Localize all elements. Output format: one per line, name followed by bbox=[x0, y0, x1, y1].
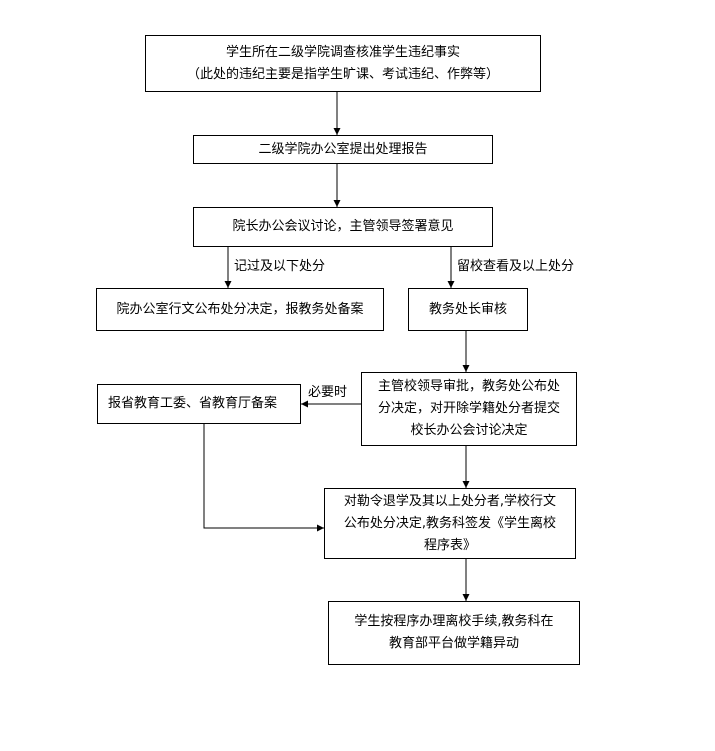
step-investigate: 学生所在二级学院调查核准学生违纪事实 （此处的违纪主要是指学生旷课、考试违纪、作… bbox=[145, 35, 541, 92]
step-report-text: 二级学院办公室提出处理报告 bbox=[258, 141, 428, 157]
step-province-filing-text: 报省教育工委、省教育厅备案 bbox=[108, 396, 278, 411]
step-dean-meeting: 院长办公会议讨论，主管领导签署意见 bbox=[193, 207, 493, 247]
step-school-decision-line2: 公布处分决定,教务科签发《学生离校 bbox=[343, 515, 557, 531]
step-academic-review: 教务处长审核 bbox=[408, 288, 528, 331]
step-leave-procedure-line1: 学生按程序办理离校手续,教务科在 bbox=[354, 614, 554, 629]
step-leave-procedure: 学生按程序办理离校手续,教务科在 教育部平台做学籍异动 bbox=[328, 601, 580, 665]
step-leave-procedure-line2: 教育部平台做学籍异动 bbox=[388, 636, 519, 651]
step-school-decision-line3: 程序表》 bbox=[423, 537, 476, 553]
step-college-decision: 院办公室行文公布处分决定，报教务处备案 bbox=[96, 288, 384, 331]
label-minor-penalty: 记过及以下处分 bbox=[234, 259, 326, 274]
label-when-necessary: 必要时 bbox=[308, 385, 348, 400]
step-report: 二级学院办公室提出处理报告 bbox=[193, 135, 493, 164]
step-leader-approval-line1: 主管校领导审批，教务处公布处 bbox=[377, 379, 560, 394]
step-leader-approval-line2: 分决定，对开除学籍处分者提交 bbox=[377, 401, 560, 416]
step-investigate-line2: （此处的违纪主要是指学生旷课、考试违纪、作弊等） bbox=[186, 66, 499, 82]
step-college-decision-text: 院办公室行文公布处分决定，报教务处备案 bbox=[116, 301, 364, 317]
step-leader-approval-line3: 校长办公会讨论决定 bbox=[410, 423, 528, 438]
step-investigate-line1: 学生所在二级学院调查核准学生违纪事实 bbox=[225, 44, 460, 60]
step-dean-meeting-text: 院长办公会议讨论，主管领导签署意见 bbox=[232, 219, 454, 234]
step-province-filing: 报省教育工委、省教育厅备案 bbox=[97, 384, 301, 424]
label-major-penalty: 留校查看及以上处分 bbox=[457, 259, 575, 274]
step-academic-review-text: 教务处长审核 bbox=[428, 301, 507, 317]
step-leader-approval: 主管校领导审批，教务处公布处 分决定，对开除学籍处分者提交 校长办公会讨论决定 bbox=[361, 372, 577, 446]
step-school-decision-line1: 对勒令退学及其以上处分者,学校行文 bbox=[343, 493, 557, 509]
arrow-n7-n8 bbox=[203, 424, 324, 532]
step-school-decision: 对勒令退学及其以上处分者,学校行文 公布处分决定,教务科签发《学生离校 程序表》 bbox=[324, 488, 576, 559]
